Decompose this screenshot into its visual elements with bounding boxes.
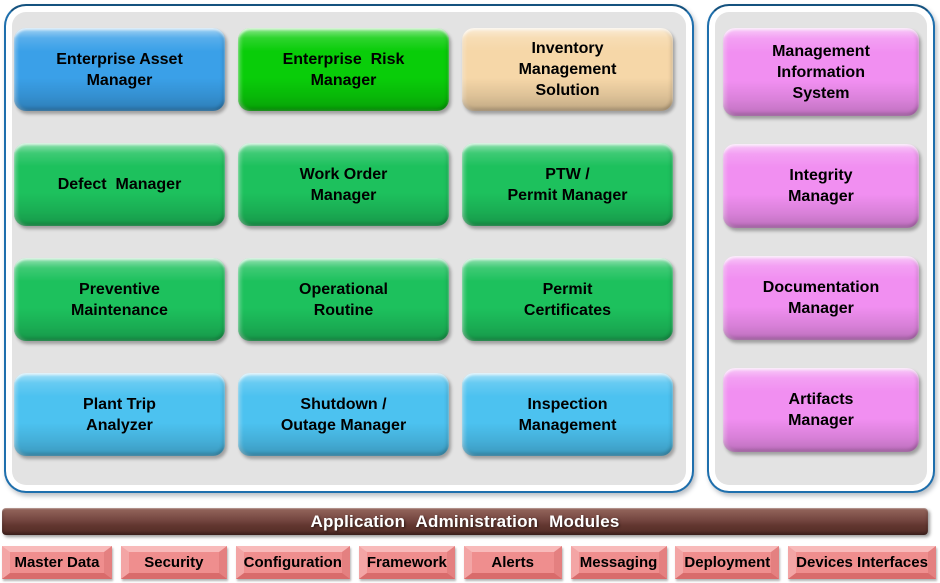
module-inspection-management[interactable]: Inspection Management (462, 373, 673, 456)
module-shutdown-outage-manager[interactable]: Shutdown / Outage Manager (238, 373, 449, 456)
admin-module-configuration[interactable]: Configuration (235, 546, 350, 579)
admin-module-deployment[interactable]: Deployment (675, 546, 780, 579)
module-enterprise-risk-manager[interactable]: Enterprise Risk Manager (238, 28, 449, 111)
admin-module-security[interactable]: Security (120, 546, 227, 579)
module-ptw-permit-manager[interactable]: PTW / Permit Manager (462, 143, 673, 226)
module-artifacts-manager[interactable]: Artifacts Manager (723, 368, 919, 452)
module-management-information-system[interactable]: Management Information System (723, 28, 919, 116)
module-preventive-maintenance[interactable]: Preventive Maintenance (14, 258, 225, 341)
module-integrity-manager[interactable]: Integrity Manager (723, 144, 919, 228)
core-modules-panel: Enterprise Asset Manager Enterprise Risk… (4, 4, 694, 493)
modules-area: Enterprise Asset Manager Enterprise Risk… (4, 4, 937, 493)
module-inventory-management-solution[interactable]: Inventory Management Solution (462, 28, 673, 111)
information-modules-panel: Management Information System Integrity … (707, 4, 935, 493)
module-permit-certificates[interactable]: Permit Certificates (462, 258, 673, 341)
admin-module-devices-interfaces[interactable]: Devices Interfaces (788, 546, 936, 579)
admin-module-master-data[interactable]: Master Data (2, 546, 112, 579)
admin-modules-row: Master Data Security Configuration Frame… (2, 546, 936, 579)
admin-module-framework[interactable]: Framework (358, 546, 455, 579)
admin-module-messaging[interactable]: Messaging (570, 546, 667, 579)
admin-module-alerts[interactable]: Alerts (463, 546, 562, 579)
module-operational-routine[interactable]: Operational Routine (238, 258, 449, 341)
module-work-order-manager[interactable]: Work Order Manager (238, 143, 449, 226)
module-plant-trip-analyzer[interactable]: Plant Trip Analyzer (14, 373, 225, 456)
admin-bar-title: Application Administration Modules (310, 511, 620, 531)
module-documentation-manager[interactable]: Documentation Manager (723, 256, 919, 340)
module-enterprise-asset-manager[interactable]: Enterprise Asset Manager (14, 28, 225, 111)
admin-modules-header: Application Administration Modules (2, 508, 928, 535)
module-defect-manager[interactable]: Defect Manager (14, 143, 225, 226)
